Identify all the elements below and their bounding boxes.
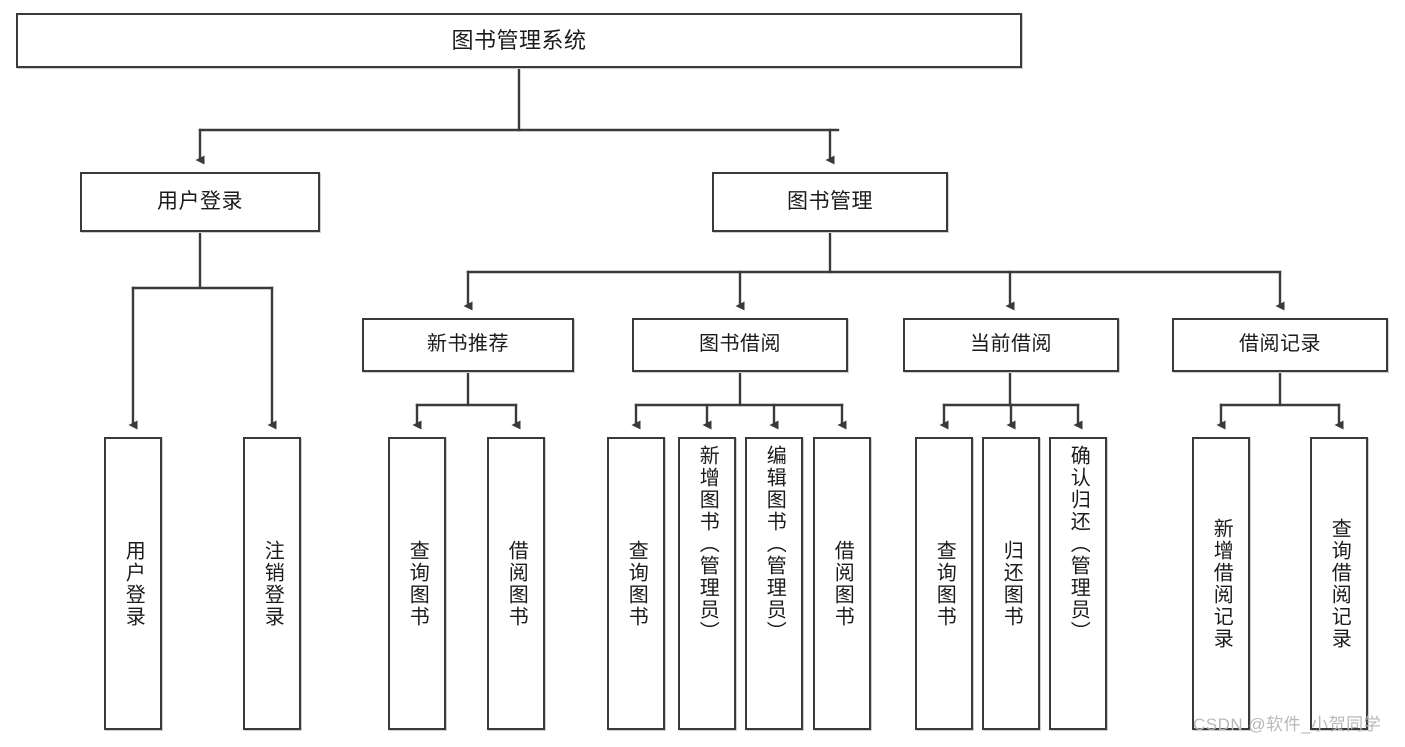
leaf-logout[interactable]: 注销登录 bbox=[243, 437, 301, 730]
node-book-management-label: 图书管理 bbox=[787, 189, 873, 213]
node-current-borrowing-label: 当前借阅 bbox=[970, 333, 1052, 356]
leaf-add-borrow-record-label: 新增借阅记录 bbox=[1210, 517, 1233, 650]
leaf-query-book-current-label: 查询图书 bbox=[933, 539, 956, 628]
leaf-confirm-return-admin[interactable]: 确认归还（管理员） bbox=[1049, 437, 1107, 730]
node-root-label: 图书管理系统 bbox=[451, 27, 587, 53]
node-new-book-recommendation-label: 新书推荐 bbox=[427, 333, 509, 356]
leaf-user-login-label: 用户登录 bbox=[122, 539, 145, 628]
node-book-management[interactable]: 图书管理 bbox=[712, 172, 948, 232]
leaf-confirm-return-admin-label: 确认归还（管理员） bbox=[1067, 445, 1090, 643]
leaf-query-book-borrowing-label: 查询图书 bbox=[625, 539, 648, 628]
leaf-edit-book-admin[interactable]: 编辑图书（管理员） bbox=[745, 437, 803, 730]
watermark: CSDN @软件_小贺同学 bbox=[1193, 715, 1382, 734]
leaf-query-book-newbook[interactable]: 查询图书 bbox=[388, 437, 446, 730]
node-borrow-records[interactable]: 借阅记录 bbox=[1172, 318, 1388, 372]
leaf-edit-book-admin-label: 编辑图书（管理员） bbox=[763, 445, 786, 643]
leaf-borrow-book-newbook-label: 借阅图书 bbox=[505, 539, 528, 628]
leaf-logout-label: 注销登录 bbox=[261, 539, 284, 628]
leaf-return-book[interactable]: 归还图书 bbox=[982, 437, 1040, 730]
leaf-add-book-admin-label: 新增图书（管理员） bbox=[696, 445, 719, 643]
node-root[interactable]: 图书管理系统 bbox=[16, 13, 1022, 68]
node-book-borrowing-label: 图书借阅 bbox=[699, 333, 781, 356]
node-book-borrowing[interactable]: 图书借阅 bbox=[632, 318, 848, 372]
leaf-query-borrow-record-label: 查询借阅记录 bbox=[1328, 517, 1351, 650]
leaf-user-login[interactable]: 用户登录 bbox=[104, 437, 162, 730]
leaf-query-borrow-record[interactable]: 查询借阅记录 bbox=[1310, 437, 1368, 730]
leaf-query-book-newbook-label: 查询图书 bbox=[406, 539, 429, 628]
node-new-book-recommendation[interactable]: 新书推荐 bbox=[362, 318, 574, 372]
node-user-login[interactable]: 用户登录 bbox=[80, 172, 320, 232]
node-user-login-label: 用户登录 bbox=[157, 189, 243, 213]
leaf-return-book-label: 归还图书 bbox=[1000, 539, 1023, 628]
leaf-borrow-book-newbook[interactable]: 借阅图书 bbox=[487, 437, 545, 730]
leaf-add-borrow-record[interactable]: 新增借阅记录 bbox=[1192, 437, 1250, 730]
leaf-add-book-admin[interactable]: 新增图书（管理员） bbox=[678, 437, 736, 730]
leaf-borrow-book-borrowing-label: 借阅图书 bbox=[831, 539, 854, 628]
leaf-borrow-book-borrowing[interactable]: 借阅图书 bbox=[813, 437, 871, 730]
leaf-query-book-borrowing[interactable]: 查询图书 bbox=[607, 437, 665, 730]
leaf-query-book-current[interactable]: 查询图书 bbox=[915, 437, 973, 730]
node-current-borrowing[interactable]: 当前借阅 bbox=[903, 318, 1119, 372]
node-borrow-records-label: 借阅记录 bbox=[1239, 333, 1321, 356]
